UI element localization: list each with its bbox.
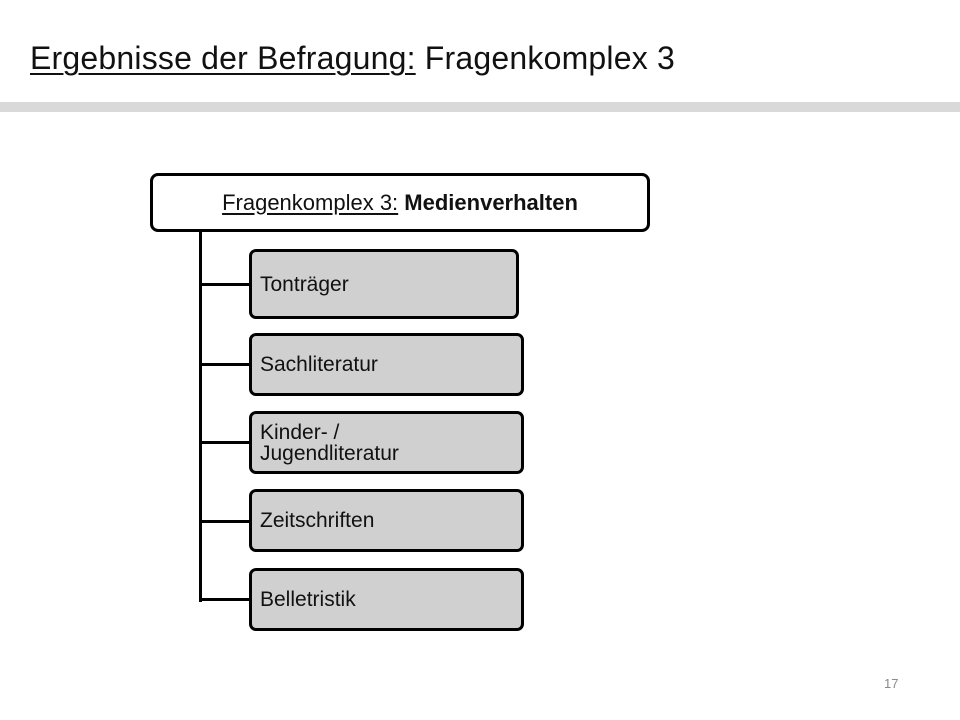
parent-node: Fragenkomplex 3: Medienverhalten — [150, 173, 650, 232]
child-node: Zeitschriften — [249, 489, 524, 552]
child-node: Sachliteratur — [249, 333, 524, 396]
parent-node-label-bold: Medienverhalten — [404, 189, 578, 215]
connector-branch — [199, 598, 251, 601]
connector-branch — [199, 441, 251, 444]
child-node: Kinder- / Jugendliteratur — [249, 411, 524, 474]
connector-branch — [199, 363, 251, 366]
page-number: 17 — [884, 676, 899, 691]
connector-branch — [199, 283, 251, 286]
child-node: Belletristik — [249, 568, 524, 631]
child-node: Tonträger — [249, 249, 519, 319]
slide-title: Ergebnisse der Befragung: Fragenkomplex … — [30, 38, 675, 78]
child-node-label: Tonträger — [260, 272, 349, 296]
child-node-label: Sachliteratur — [260, 353, 378, 376]
child-node-label: Kinder- / Jugendliteratur — [260, 420, 399, 465]
child-node-label: Belletristik — [260, 588, 356, 611]
slide-title-underlined: Ergebnisse der Befragung: — [30, 40, 416, 76]
parent-node-label-underlined: Fragenkomplex 3: — [222, 189, 399, 215]
connector-trunk — [199, 232, 202, 602]
connector-branch — [199, 520, 251, 523]
title-divider — [0, 102, 960, 112]
slide-title-rest: Fragenkomplex 3 — [415, 40, 676, 76]
child-node-label: Zeitschriften — [260, 509, 375, 532]
